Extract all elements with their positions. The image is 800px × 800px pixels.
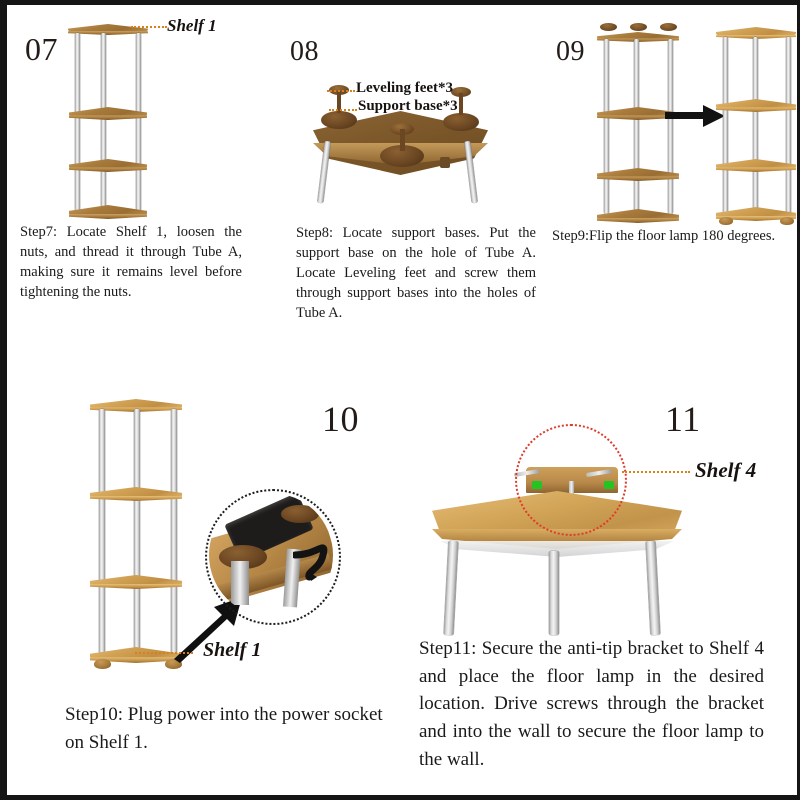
- step-08-illustration: [307, 83, 497, 208]
- step-10-pointer-arrow-icon: [170, 593, 245, 663]
- shelf-before-4: [597, 209, 679, 223]
- power-plug-wire: [291, 525, 333, 581]
- step-11-number: 11: [665, 399, 701, 439]
- support-base-left: [321, 111, 357, 129]
- step-10-number-visible: 10: [322, 399, 359, 439]
- foot-after-right: [780, 217, 794, 225]
- step-11-bracket-highlight-circle: [515, 424, 627, 536]
- s11-leg-left: [443, 540, 459, 636]
- tube-after-left: [723, 37, 728, 214]
- shelf-after-2: [716, 99, 796, 112]
- s10-shelf-3: [90, 575, 182, 589]
- inset-tube: [231, 561, 249, 605]
- tube-a-mid: [101, 33, 106, 211]
- inset-knob-upper: [281, 505, 319, 523]
- shelf-after-3: [716, 159, 796, 172]
- tube-before-left: [604, 39, 609, 214]
- support-base-right: [443, 113, 479, 131]
- shelf-after-top: [716, 27, 796, 39]
- step-10-shelf-1-leader-line: [135, 652, 193, 654]
- leveling-foot-b: [630, 23, 647, 31]
- support-base-callout-label: Support base*3: [358, 98, 458, 114]
- tube-after-mid: [753, 37, 758, 214]
- s11-leg-center: [549, 551, 559, 635]
- shelf-before-3: [597, 168, 679, 181]
- step-10-detail-inset: [209, 493, 333, 617]
- leveling-feet-leader-line: [327, 90, 355, 92]
- step-09-caption: Step9:Flip the floor lamp 180 degrees.: [552, 228, 776, 244]
- step-10-shelf-1-callout-label: Shelf 1: [203, 639, 262, 661]
- tube-a-left: [75, 33, 80, 211]
- support-base-leader-line: [329, 109, 357, 111]
- leveling-stem-left: [337, 91, 341, 113]
- leveling-foot-right: [451, 87, 471, 97]
- shelf-4-callout-label: Shelf 4: [695, 458, 757, 482]
- instruction-page: 07 Shelf 1 Step7: Locate Shelf 1, loosen…: [7, 5, 797, 795]
- step-09-illustration-after: [712, 23, 797, 225]
- tube-after-right: [786, 37, 791, 214]
- step-11-caption: Step11: Secure the anti-tip bracket to S…: [419, 638, 764, 770]
- step-09-number: 09: [556, 36, 585, 67]
- shelf-2: [69, 107, 147, 120]
- s11-leg-right: [645, 540, 661, 636]
- foot-after-left: [719, 217, 733, 225]
- s10-tube-mid: [134, 409, 140, 656]
- tube-before-right: [668, 39, 673, 214]
- s10-foot-right: [165, 659, 182, 669]
- shelf-3: [69, 159, 147, 172]
- leveling-foot-a: [600, 23, 617, 31]
- leveling-feet-callout-label: Leveling feet*3: [356, 80, 454, 96]
- support-base-front: [380, 145, 424, 167]
- s10-tube-right: [171, 409, 177, 656]
- step-08-number: 08: [290, 36, 319, 67]
- tube-before-mid: [634, 39, 639, 214]
- shelf-1-top: [68, 24, 148, 35]
- shelf-1-leader-line: [131, 26, 167, 28]
- tube-a-right: [136, 33, 141, 211]
- s10-shelf-2: [90, 487, 182, 501]
- step-08-caption: Step8: Locate support bases. Put the sup…: [296, 225, 536, 321]
- shelf-4-leader-line: [622, 471, 690, 473]
- flip-arrow-icon: [665, 103, 727, 129]
- shelf-4: [69, 205, 147, 219]
- shelf-after-4: [716, 207, 796, 221]
- step-07-caption: Step7: Locate Shelf 1, loosen the nuts, …: [20, 224, 242, 300]
- shelf-before-2: [597, 107, 679, 120]
- tube-leg-left: [317, 140, 331, 204]
- leveling-stem-front: [400, 129, 405, 151]
- step-10-caption: Step10: Plug power into the power socket…: [65, 704, 383, 753]
- step-10-detail-circle: [205, 489, 341, 625]
- socket-nub: [440, 157, 450, 168]
- step-07-illustration: [62, 19, 177, 219]
- shelf-1-callout-label: Shelf 1: [167, 16, 217, 35]
- s10-tube-left: [99, 409, 105, 656]
- step-07-number: 07: [25, 31, 58, 67]
- s10-foot-left: [94, 659, 111, 669]
- leveling-stem-right: [459, 93, 463, 115]
- leveling-foot-c: [660, 23, 677, 31]
- step-09-illustration-before: [590, 23, 695, 223]
